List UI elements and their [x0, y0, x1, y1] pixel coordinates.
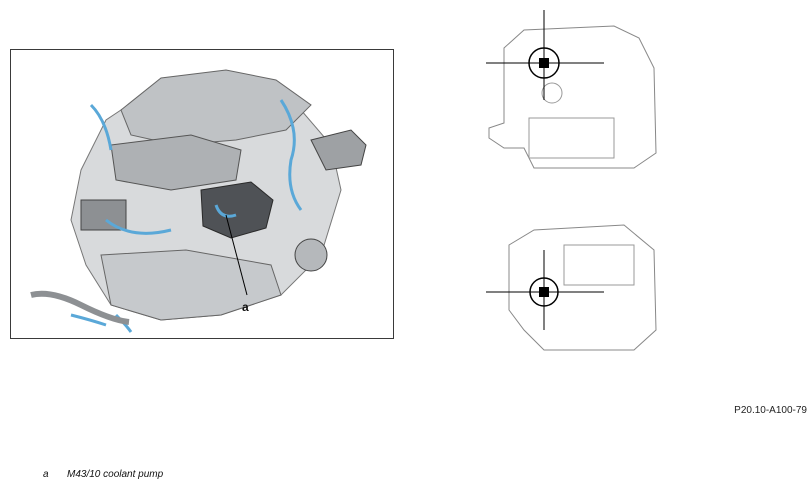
legend-key: a — [43, 469, 49, 480]
coolant-hose-3 — [105, 218, 172, 235]
component-left — [80, 199, 127, 231]
lower-pipe — [30, 290, 130, 325]
engine-illustration — [30, 69, 367, 333]
callout-leader — [225, 214, 248, 296]
coolant-pump-housing — [200, 181, 274, 239]
top-view-outline — [488, 25, 657, 169]
intake-pipe — [310, 129, 367, 171]
figure-reference: P20.10-A100-79 — [734, 405, 807, 416]
oil-pan — [100, 249, 282, 321]
engine-illustration-frame: a — [10, 49, 394, 339]
side-view-detail — [563, 244, 635, 286]
side-view-outline — [508, 224, 657, 351]
pulley — [294, 238, 328, 272]
locator-view-side — [484, 210, 664, 360]
coolant-hose-5 — [70, 313, 107, 327]
coolant-hose-4 — [214, 204, 237, 218]
top-view-fins — [528, 117, 615, 159]
exhaust-manifold — [110, 134, 242, 191]
legend-text: M43/10 coolant pump — [67, 469, 164, 480]
legend: a M43/10 coolant pump — [43, 469, 163, 480]
callout-letter: a — [242, 300, 249, 314]
top-view-emblem — [541, 82, 563, 104]
coolant-hose-2 — [279, 99, 303, 211]
coolant-hose-1 — [89, 103, 113, 151]
locator-view-top — [484, 8, 664, 173]
